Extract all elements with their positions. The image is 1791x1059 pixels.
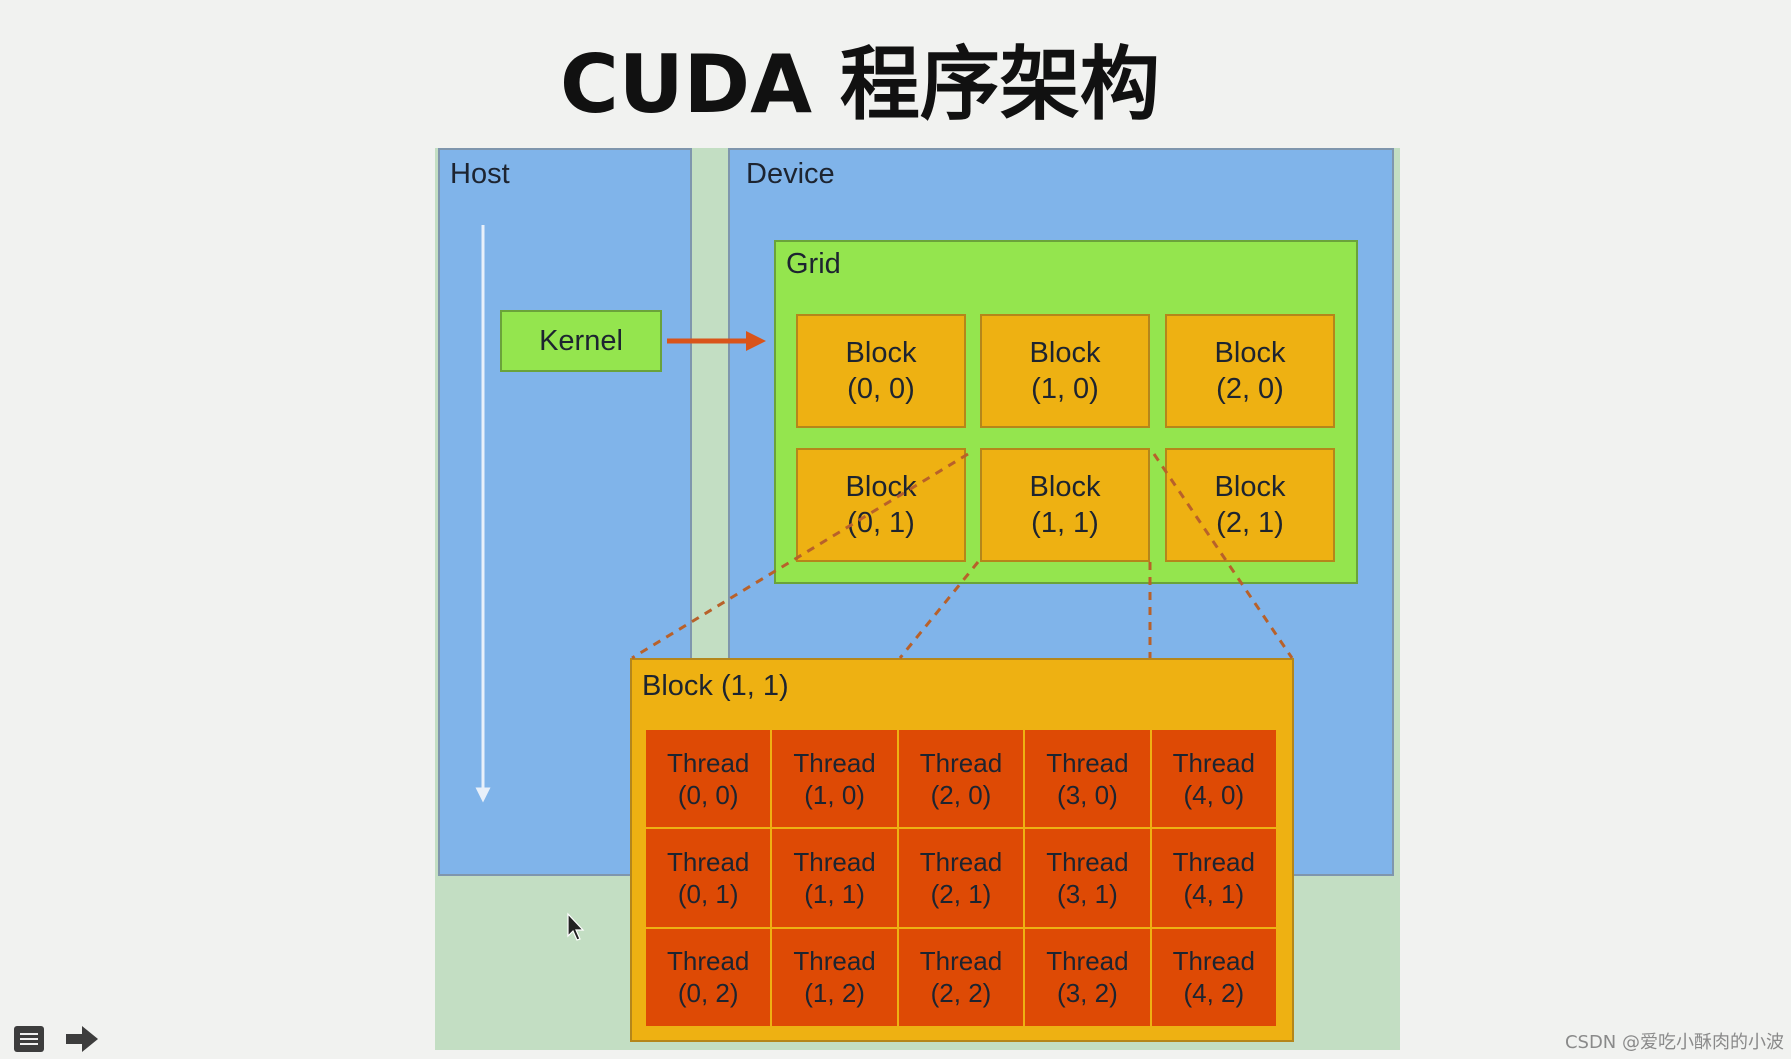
thread-coord: (2, 0) xyxy=(930,779,992,810)
thread-coord: (3, 1) xyxy=(1057,878,1118,909)
thread-coord: (0, 2) xyxy=(677,978,739,1009)
thread-name: Thread xyxy=(1046,946,1129,977)
block-coord: (1, 0) xyxy=(1031,373,1099,405)
thread-coord: (3, 0) xyxy=(1057,779,1118,810)
block-coord: (0, 1) xyxy=(847,507,915,539)
thread-name: Thread xyxy=(1046,747,1129,778)
thread-cell[interactable]: Thread(1, 0) xyxy=(772,730,897,828)
thread-cell[interactable]: Thread(4, 2) xyxy=(1151,928,1276,1026)
thread-name: Thread xyxy=(919,846,1003,877)
thread-cell[interactable]: Thread(0, 1) xyxy=(646,829,771,927)
thread-name: Thread xyxy=(1046,846,1129,877)
grid-block[interactable]: Block (1, 1) xyxy=(980,448,1150,562)
thread-coord: (1, 0) xyxy=(804,779,865,810)
thread-coord: (1, 2) xyxy=(804,978,865,1009)
block-name: Block xyxy=(845,337,917,369)
thread-cell[interactable]: Thread(1, 2) xyxy=(772,928,897,1026)
thread-cell[interactable]: Thread(2, 1) xyxy=(898,829,1024,927)
thread-cell[interactable]: Thread(0, 2) xyxy=(646,928,771,1026)
thread-coord: (1, 1) xyxy=(804,878,865,909)
block-coord: (1, 1) xyxy=(1031,507,1099,539)
block-name: Block xyxy=(1214,337,1286,369)
thread-name: Thread xyxy=(919,946,1003,977)
menu-icon-line xyxy=(20,1038,38,1040)
thread-cell[interactable]: Thread(4, 1) xyxy=(1151,829,1276,927)
block-name: Block xyxy=(845,471,917,503)
thread-name: Thread xyxy=(793,846,876,877)
thread-cell[interactable]: Thread(4, 0) xyxy=(1151,730,1276,828)
thread-coord: (2, 1) xyxy=(930,878,992,909)
host-label: Host xyxy=(450,158,510,190)
thread-name: Thread xyxy=(667,846,750,877)
grid-block[interactable]: Block (2, 1) xyxy=(1165,448,1335,562)
thread-name: Thread xyxy=(1172,946,1255,977)
grid-block[interactable]: Block (1, 0) xyxy=(980,314,1150,428)
thread-name: Thread xyxy=(667,946,750,977)
thread-name: Thread xyxy=(1172,846,1255,877)
block-name: Block xyxy=(1029,471,1101,503)
kernel-box[interactable]: Kernel xyxy=(500,310,662,372)
thread-name: Thread xyxy=(793,747,876,778)
thread-coord: (0, 1) xyxy=(677,878,739,909)
thread-cell[interactable]: Thread(2, 2) xyxy=(898,928,1024,1026)
thread-name: Thread xyxy=(1172,747,1255,778)
grid-block[interactable]: Block (0, 0) xyxy=(796,314,966,428)
device-label: Device xyxy=(746,158,835,190)
thread-name: Thread xyxy=(919,747,1003,778)
thread-coord: (4, 2) xyxy=(1183,978,1245,1009)
menu-button[interactable] xyxy=(14,1026,44,1052)
thread-grid: Thread(0, 0)Thread(1, 0)Thread(2, 0)Thre… xyxy=(646,730,1276,1026)
block-coord: (2, 0) xyxy=(1216,373,1284,405)
thread-cell[interactable]: Thread(3, 1) xyxy=(1025,829,1150,927)
thread-name: Thread xyxy=(667,747,750,778)
thread-coord: (4, 1) xyxy=(1183,878,1245,909)
menu-icon xyxy=(20,1033,38,1035)
menu-icon-line xyxy=(20,1043,38,1045)
next-slide-button[interactable] xyxy=(64,1024,100,1054)
thread-cell[interactable]: Thread(2, 0) xyxy=(898,730,1024,828)
slide-title: CUDA 程序架构 xyxy=(560,38,1160,131)
block-name: Block xyxy=(1029,337,1101,369)
arrow-right-icon xyxy=(66,1026,98,1052)
grid-block[interactable]: Block (0, 1) xyxy=(796,448,966,562)
grid-block[interactable]: Block (2, 0) xyxy=(1165,314,1335,428)
grid-label: Grid xyxy=(786,248,841,280)
block-coord: (0, 0) xyxy=(847,373,915,405)
thread-name: Thread xyxy=(793,946,876,977)
block-coord: (2, 1) xyxy=(1216,507,1284,539)
thread-cell[interactable]: Thread(0, 0) xyxy=(646,730,771,828)
watermark: CSDN @爱吃小酥肉的小波 xyxy=(1564,1032,1784,1053)
thread-coord: (2, 2) xyxy=(930,978,992,1009)
thread-coord: (0, 0) xyxy=(677,779,739,810)
thread-cell[interactable]: Thread(1, 1) xyxy=(772,829,897,927)
block-name: Block xyxy=(1214,471,1286,503)
thread-coord: (4, 0) xyxy=(1183,779,1245,810)
block-detail-label: Block (1, 1) xyxy=(642,670,789,702)
thread-coord: (3, 2) xyxy=(1057,978,1118,1009)
thread-cell[interactable]: Thread(3, 0) xyxy=(1025,730,1150,828)
thread-cell[interactable]: Thread(3, 2) xyxy=(1025,928,1150,1026)
